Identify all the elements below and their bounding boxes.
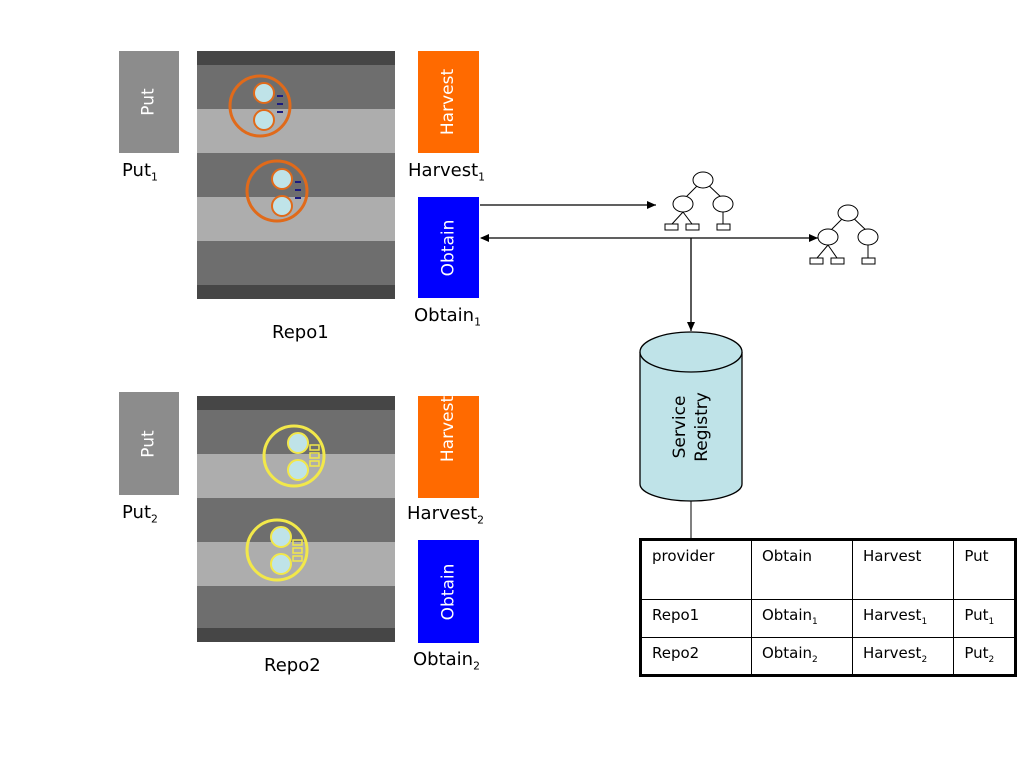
put-button-2[interactable]: Put xyxy=(119,392,179,495)
harvest-button-2[interactable]: Harvest xyxy=(418,396,479,498)
put-button-1[interactable]: Put xyxy=(119,51,179,153)
table-cell-put: Put2 xyxy=(953,637,1016,676)
obtain-caption-2: Obtain2 xyxy=(413,649,480,673)
repo2-label: Repo2 xyxy=(264,655,321,676)
repo1-stack xyxy=(197,51,395,299)
service-registry-line2: Registry xyxy=(692,392,712,462)
obtain-button-2-label: Obtain xyxy=(438,563,459,620)
put-button-2-label: Put xyxy=(139,429,159,458)
obtain-button-1[interactable]: Obtain xyxy=(418,197,479,298)
put-caption-1: Put1 xyxy=(122,160,158,184)
table-header-row: provider Obtain Harvest Put xyxy=(640,539,1016,600)
table-cell-put: Put1 xyxy=(953,599,1016,638)
obtain-button-1-label: Obtain xyxy=(438,219,459,276)
table-cell-obtain: Obtain2 xyxy=(750,637,854,676)
harvest-button-1[interactable]: Harvest xyxy=(418,51,479,153)
repo1-component-2 xyxy=(245,159,309,223)
table-cell-provider: Repo1 xyxy=(640,599,752,638)
service-registry-line1: Service xyxy=(670,395,690,459)
service-registry-label: Service Registry xyxy=(640,372,742,482)
registry-table: provider Obtain Harvest Put Repo1 Obtain… xyxy=(639,538,1017,677)
obtain-caption-1: Obtain1 xyxy=(414,305,481,329)
tree-icon-2 xyxy=(809,204,879,265)
harvest-button-1-label: Harvest xyxy=(438,68,459,136)
put-button-1-label: Put xyxy=(139,88,159,116)
harvest-caption-1: Harvest1 xyxy=(408,160,486,184)
table-cell-provider: Repo2 xyxy=(640,637,752,676)
table-cell-obtain: Obtain1 xyxy=(750,599,854,638)
repo1-component-1 xyxy=(228,74,292,138)
table-cell-harvest: Harvest2 xyxy=(851,637,955,676)
table-row: Repo2 Obtain2 Harvest2 Put2 xyxy=(640,637,1016,676)
harvest-caption-2: Harvest2 xyxy=(407,503,485,527)
put-caption-2: Put2 xyxy=(122,502,158,526)
table-row: Repo1 Obtain1 Harvest1 Put1 xyxy=(640,599,1016,638)
table-cell-harvest: Harvest1 xyxy=(851,599,955,638)
repo2-component-2 xyxy=(245,518,309,582)
table-header-provider: provider xyxy=(640,539,752,600)
repo1-label: Repo1 xyxy=(272,322,329,343)
table-header-obtain: Obtain xyxy=(750,539,854,600)
tree-icon-1 xyxy=(664,171,734,231)
service-registry-cylinder xyxy=(639,331,743,502)
harvest-button-2-label: Harvest xyxy=(438,396,459,463)
table-header-put: Put xyxy=(953,539,1016,600)
table-header-harvest: Harvest xyxy=(851,539,955,600)
repo2-component-1 xyxy=(262,424,326,488)
obtain-button-2[interactable]: Obtain xyxy=(418,540,479,643)
